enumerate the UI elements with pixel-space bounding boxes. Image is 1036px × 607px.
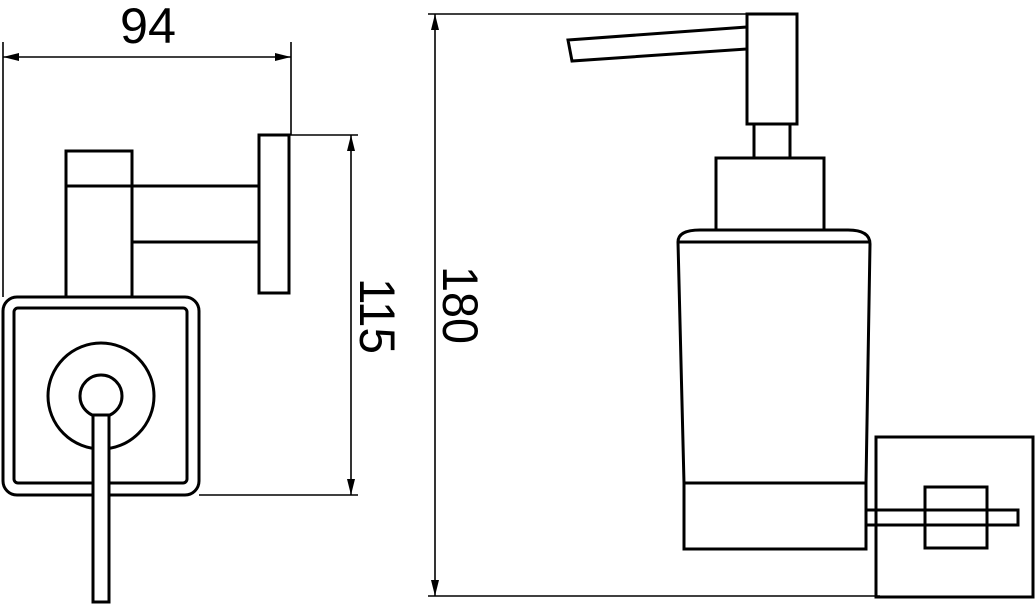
width-dimension: 94 — [2, 0, 292, 297]
spout-top-view — [91, 413, 111, 604]
pump-head — [745, 12, 799, 126]
height-dimension: 180 — [428, 13, 880, 597]
bottle — [676, 228, 872, 485]
pump-circle — [78, 373, 124, 419]
top-view — [1, 133, 291, 604]
depth-dimension: 115 — [199, 134, 405, 496]
height-label: 180 — [432, 266, 488, 344]
mount-bracket — [923, 485, 989, 550]
wall-mount — [874, 435, 1035, 599]
depth-label: 115 — [349, 278, 405, 354]
holder-cup — [682, 481, 868, 551]
width-label: 94 — [120, 0, 176, 54]
side-view — [566, 12, 1035, 599]
spout — [566, 25, 749, 63]
wall-plate — [257, 133, 291, 295]
collar — [64, 149, 134, 299]
support-arm — [864, 508, 1020, 527]
pump-stem — [752, 122, 792, 160]
pump-collar — [714, 156, 826, 232]
